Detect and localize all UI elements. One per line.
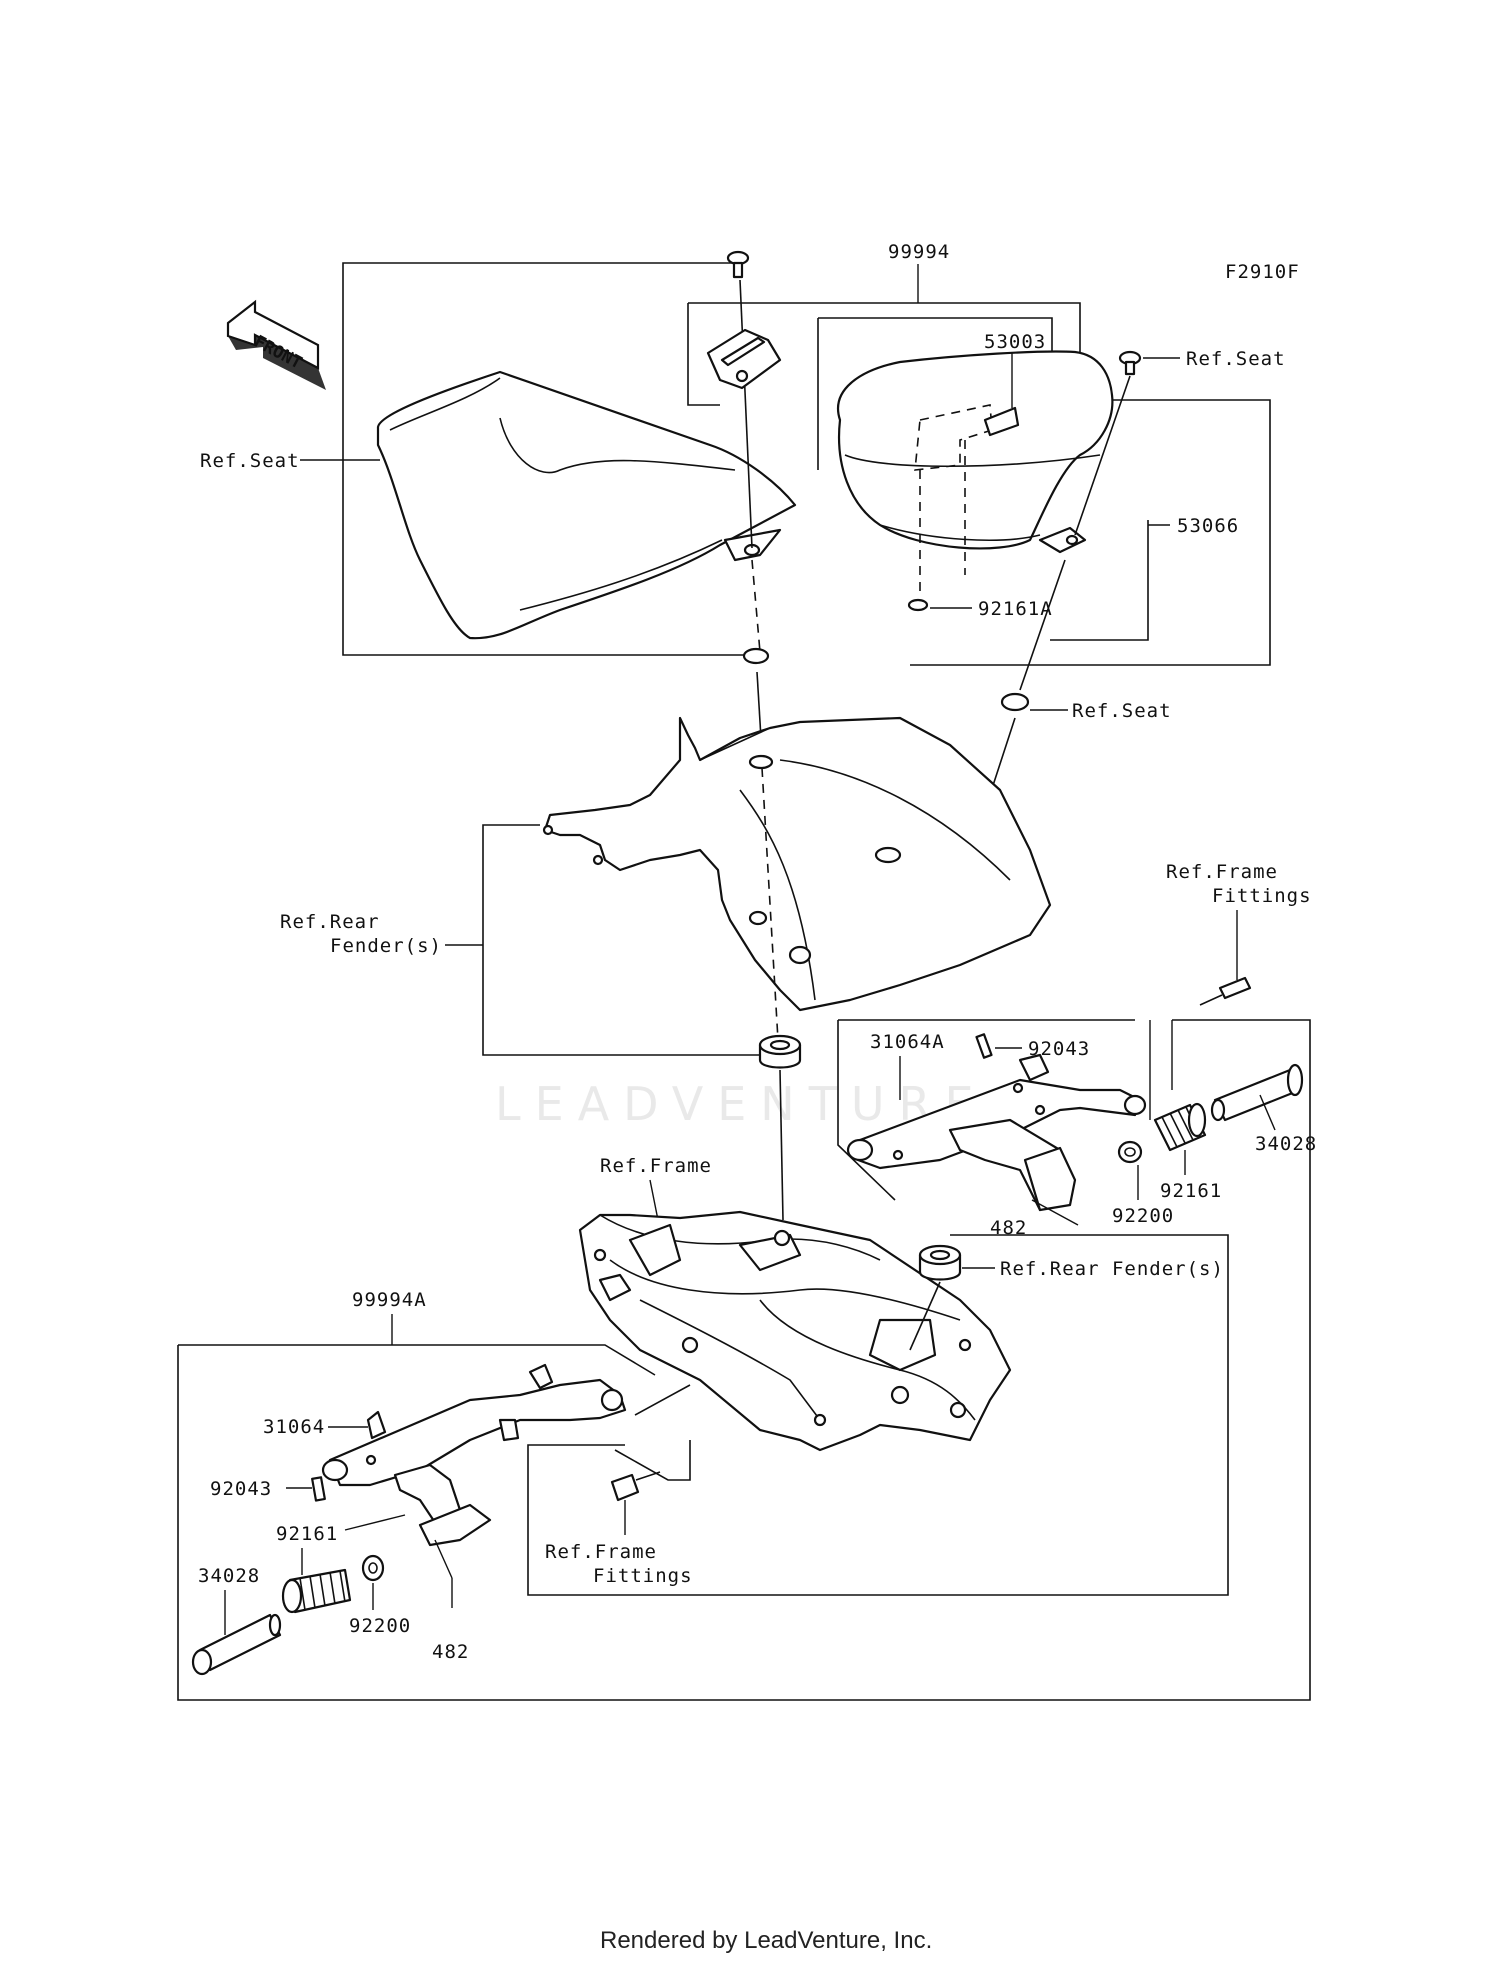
grommet-92161A bbox=[907, 598, 929, 612]
label-482-left: 482 bbox=[432, 1641, 469, 1663]
seat-bolt bbox=[726, 250, 750, 279]
dash-line-fender bbox=[761, 767, 779, 1041]
washer-ref-seat bbox=[1000, 692, 1030, 712]
connector-2 bbox=[614, 1440, 691, 1481]
box-ref-rear-fender bbox=[482, 824, 778, 1056]
watermark-text: LEADVENTURE bbox=[495, 1077, 988, 1131]
washer-1 bbox=[742, 647, 770, 665]
box-right-step-outer bbox=[177, 1019, 1311, 1701]
label-ref-seat-3: Ref.Seat bbox=[1072, 700, 1172, 722]
bolt-axis-line bbox=[739, 279, 753, 549]
rear-seat bbox=[837, 350, 1114, 554]
front-seat-box bbox=[342, 262, 750, 656]
right-step-bracket bbox=[846, 1053, 1147, 1212]
label-ref-frame: Ref.Frame bbox=[600, 1155, 712, 1177]
label-ref-frame-fittings-top-2: Fittings bbox=[1212, 885, 1312, 907]
axis-line-ref-seat-3 bbox=[1019, 559, 1066, 691]
bolt-axis-line-2 bbox=[1074, 375, 1131, 536]
frame-bolt-top bbox=[1199, 976, 1252, 1006]
diagram-code: F2910F bbox=[1225, 261, 1300, 283]
footer-credit: Rendered by LeadVenture, Inc. bbox=[600, 1927, 932, 1954]
label-53003: 53003 bbox=[984, 331, 1046, 353]
frame-bolt-bottom bbox=[610, 1471, 661, 1502]
footpeg-pin-right bbox=[1210, 1063, 1304, 1122]
label-99994: 99994 bbox=[888, 241, 950, 263]
label-ref-rear-fender-2: Fender(s) bbox=[330, 935, 442, 957]
connector-1 bbox=[634, 1384, 691, 1416]
label-ref-frame-fittings-bottom-1: Ref.Frame bbox=[545, 1541, 657, 1563]
label-ref-seat-1: Ref.Seat bbox=[200, 450, 300, 472]
rear-seat-bolt bbox=[1118, 350, 1142, 376]
label-ref-frame-fittings-top-1: Ref.Frame bbox=[1166, 861, 1278, 883]
label-53066: 53066 bbox=[1177, 515, 1239, 537]
label-482-right: 482 bbox=[990, 1217, 1027, 1239]
label-ref-seat-2: Ref.Seat bbox=[1186, 348, 1286, 370]
front-seat bbox=[376, 370, 797, 640]
rear-fender bbox=[542, 716, 1052, 1012]
label-31064: 31064 bbox=[263, 1416, 325, 1438]
box-53066-right bbox=[1050, 520, 1149, 641]
label-92161-left: 92161 bbox=[276, 1523, 338, 1545]
label-31064A: 31064A bbox=[870, 1031, 945, 1053]
leader-482-right bbox=[1031, 1199, 1079, 1226]
label-92161-right: 92161 bbox=[1160, 1180, 1222, 1202]
pin-92043-left bbox=[311, 1476, 326, 1502]
seat-bracket bbox=[706, 328, 782, 390]
box-ref-frame-fittings-bottom bbox=[527, 1234, 1229, 1596]
front-arrow-icon: FRONT bbox=[226, 299, 326, 390]
leader-34028-right bbox=[1259, 1094, 1276, 1131]
washer-92200-right bbox=[1117, 1140, 1143, 1164]
label-92043-right: 92043 bbox=[1028, 1038, 1090, 1060]
box-99994-left bbox=[687, 303, 720, 406]
box-99994A-top bbox=[178, 1344, 656, 1376]
footpeg-rubber-right bbox=[1153, 1102, 1207, 1152]
label-92200-right: 92200 bbox=[1112, 1205, 1174, 1227]
axis-line-frame-bushing bbox=[909, 1281, 941, 1351]
dash-line-1 bbox=[751, 559, 761, 653]
leader-482-left-2 bbox=[434, 1539, 453, 1579]
left-step-bracket bbox=[321, 1363, 627, 1547]
footpeg-rubber-left bbox=[281, 1568, 352, 1614]
frame-bushing bbox=[918, 1244, 962, 1281]
leader-left-bracket-lower bbox=[344, 1514, 406, 1531]
axis-line-bushing bbox=[779, 1069, 784, 1221]
fender-bushing bbox=[758, 1034, 802, 1069]
label-92200-left: 92200 bbox=[349, 1615, 411, 1637]
label-34028-right: 34028 bbox=[1255, 1133, 1317, 1155]
box-right-step-left bbox=[837, 1020, 896, 1201]
label-99994A: 99994A bbox=[352, 1289, 427, 1311]
frame bbox=[578, 1210, 1012, 1452]
label-ref-rear-fender-right: Ref.Rear Fender(s) bbox=[1000, 1258, 1224, 1280]
label-ref-rear-fender-1: Ref.Rear bbox=[280, 911, 380, 933]
label-92043-left: 92043 bbox=[210, 1478, 272, 1500]
label-92161A: 92161A bbox=[978, 598, 1053, 620]
label-34028-left: 34028 bbox=[198, 1565, 260, 1587]
pin-92043-right bbox=[975, 1033, 993, 1059]
washer-92200-left bbox=[361, 1554, 385, 1582]
label-ref-frame-fittings-bottom-2: Fittings bbox=[593, 1565, 693, 1587]
footpeg-pin-left bbox=[191, 1613, 282, 1676]
box-99994 bbox=[688, 302, 1271, 666]
